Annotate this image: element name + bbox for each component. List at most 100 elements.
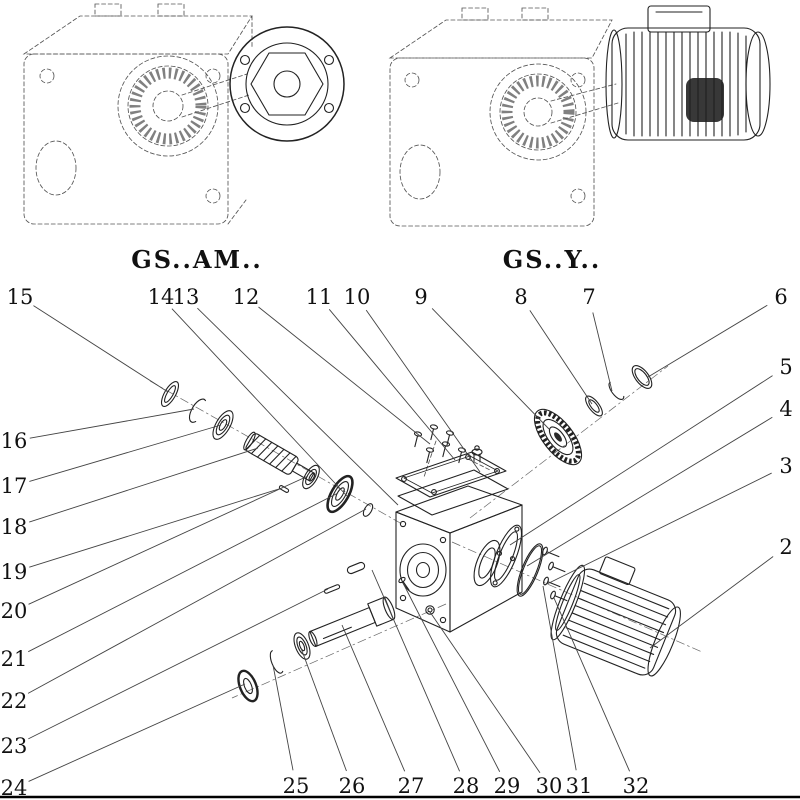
output-flange-cover <box>489 524 523 588</box>
callout-leader-17 <box>29 424 222 482</box>
callout-leader-14 <box>171 308 348 497</box>
callout-leader-13 <box>197 307 399 506</box>
input-bearing <box>212 410 234 440</box>
callout-number-28: 28 <box>453 774 480 798</box>
callout-number-10: 10 <box>344 285 371 309</box>
callout-leader-21 <box>28 492 339 653</box>
callout-leader-28 <box>371 569 461 772</box>
callout-leader-25 <box>272 664 294 771</box>
cover-bolts <box>413 424 467 464</box>
assembled-view-gs-am <box>22 3 345 225</box>
output-flange <box>229 26 345 142</box>
gearbox-housing-ghost <box>22 3 253 225</box>
callout-leader-5 <box>509 375 773 546</box>
centerline-motor <box>451 541 703 653</box>
view-label-gs-y: GS..Y.. <box>502 245 602 274</box>
retaining-ring <box>631 365 653 389</box>
callout-number-11: 11 <box>306 285 333 309</box>
callout-leader-30 <box>429 611 541 774</box>
output-washer <box>237 669 259 703</box>
shaft-key <box>346 561 366 575</box>
callout-leader-3 <box>546 472 772 585</box>
callout-leader-22 <box>27 508 367 694</box>
callout-leader-18 <box>29 447 259 523</box>
gear-snap-ring <box>608 381 625 400</box>
gearbox-housing-ghost-2 <box>388 7 619 227</box>
callout-number-12: 12 <box>233 285 260 309</box>
bolt-guide-line <box>423 440 437 478</box>
callout-leader-27 <box>341 624 406 772</box>
callout-number-13: 13 <box>173 285 200 309</box>
motor-bolts <box>542 546 568 602</box>
callout-number-2: 2 <box>779 535 792 559</box>
callout-number-30: 30 <box>536 774 563 798</box>
output-bearing <box>293 632 311 660</box>
motor <box>550 556 681 677</box>
callout-leader-26 <box>300 647 347 772</box>
drain-bolt <box>398 576 410 591</box>
callout-number-16: 16 <box>1 429 28 453</box>
callout-leader-6 <box>647 304 768 378</box>
callout-leader-19 <box>29 487 283 568</box>
callout-leader-7 <box>592 312 613 392</box>
assembled-view-gs-y <box>388 5 771 227</box>
callout-number-27: 27 <box>398 774 425 798</box>
callout-leader-9 <box>431 308 550 430</box>
callout-number-3: 3 <box>779 454 792 478</box>
worm-housing-hatch <box>129 67 207 145</box>
callout-number-15: 15 <box>7 285 34 309</box>
callout-leader-23 <box>28 588 329 740</box>
callout-number-24: 24 <box>1 776 28 800</box>
callout-number-26: 26 <box>339 774 366 798</box>
callout-leader-10 <box>365 309 481 473</box>
exploded-view <box>149 365 703 703</box>
callout-number-25: 25 <box>283 774 310 798</box>
locating-pin <box>278 485 290 493</box>
callout-leader-2 <box>649 556 774 649</box>
callout-leader-32 <box>553 597 631 772</box>
callout-leader-29 <box>402 582 501 772</box>
centerline-input <box>149 380 403 525</box>
callout-number-7: 7 <box>582 285 595 309</box>
callout-number-17: 17 <box>1 474 28 498</box>
callout-leader-11 <box>328 308 456 461</box>
callout-number-20: 20 <box>1 599 28 623</box>
worm-wheel-disc <box>326 474 354 514</box>
callout-leader-20 <box>28 475 309 605</box>
gear-housing <box>395 485 523 633</box>
inner-bearing <box>302 464 320 490</box>
cover-gasket <box>397 469 509 516</box>
callout-leader-16 <box>29 408 195 439</box>
callout-number-4: 4 <box>779 397 792 421</box>
callout-number-14: 14 <box>148 285 175 309</box>
callout-number-19: 19 <box>1 560 28 584</box>
motor-assembled <box>605 5 771 141</box>
callout-number-8: 8 <box>514 285 527 309</box>
callout-number-21: 21 <box>1 647 28 671</box>
shaft-pin <box>323 584 341 594</box>
callout-leader-8 <box>529 310 593 405</box>
view-label-gs-am: GS..AM.. <box>131 245 263 274</box>
centerline-output <box>231 603 447 699</box>
output-gear <box>533 408 583 466</box>
callout-leader-15 <box>33 305 169 393</box>
callout-number-23: 23 <box>1 734 28 758</box>
callout-number-32: 32 <box>623 774 650 798</box>
worm-shaft <box>243 431 316 482</box>
callout-leader-12 <box>258 306 431 445</box>
callout-leader-24 <box>28 683 246 782</box>
callout-number-9: 9 <box>414 285 427 309</box>
callout-leader-4 <box>526 416 773 567</box>
callout-leader-31 <box>542 585 577 771</box>
callout-number-29: 29 <box>494 774 521 798</box>
small-oring <box>362 503 374 517</box>
callout-number-6: 6 <box>774 285 787 309</box>
callout-number-18: 18 <box>1 515 28 539</box>
worm-housing-hatch-2 <box>501 75 575 149</box>
centerline-gear <box>469 365 669 519</box>
input-seal-ring <box>160 381 180 407</box>
callout-number-22: 22 <box>1 689 28 713</box>
